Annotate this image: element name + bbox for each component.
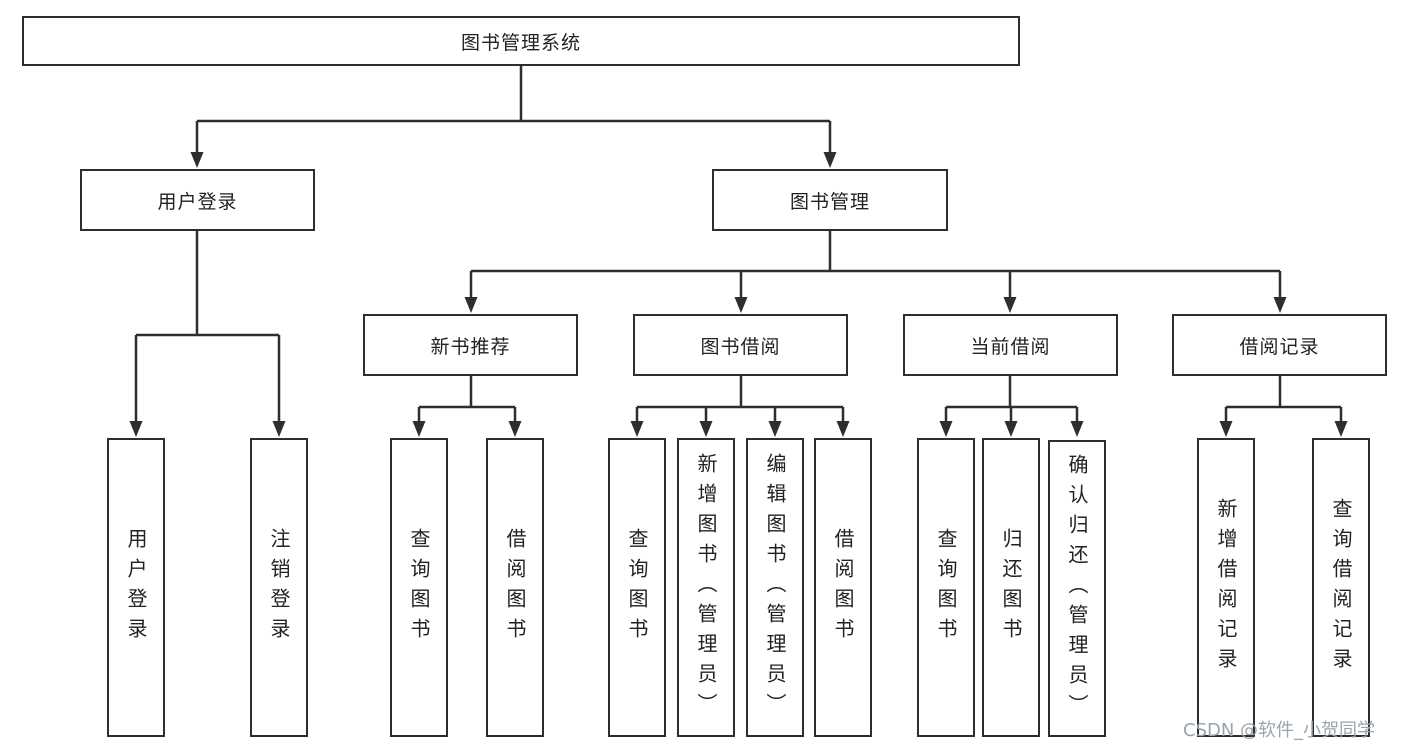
node-root: 图书管理系统	[22, 16, 1020, 66]
node-new-book-recommend: 新书推荐	[363, 314, 578, 376]
leaf-add-borrow-record-label: 新增借阅记录	[1214, 497, 1238, 678]
leaf-borrow-books-recommend-label: 借阅图书	[503, 527, 527, 648]
node-borrowing-records-label: 借阅记录	[1239, 335, 1320, 358]
leaf-query-books-borrowing-label: 查询图书	[625, 527, 649, 648]
node-book-management-label: 图书管理	[789, 190, 870, 213]
leaf-user-login: 用户登录	[107, 438, 165, 737]
leaf-add-book-admin: 新增图书（管理员）	[677, 438, 735, 737]
leaf-confirm-return-admin-label: 确认归还（管理员）	[1065, 453, 1089, 724]
leaf-query-books-current-label: 查询图书	[934, 527, 958, 648]
csdn-watermark: CSDN @软件_小贺同学	[1183, 720, 1376, 741]
node-book-management: 图书管理	[712, 169, 948, 231]
leaf-logout-label: 注销登录	[267, 527, 291, 648]
leaf-logout: 注销登录	[250, 438, 308, 737]
leaf-query-borrow-record: 查询借阅记录	[1312, 438, 1370, 737]
leaf-borrow-books-borrowing-label: 借阅图书	[831, 527, 855, 648]
leaf-query-books-recommend-label: 查询图书	[407, 527, 431, 648]
leaf-add-borrow-record: 新增借阅记录	[1197, 438, 1255, 737]
leaf-confirm-return-admin: 确认归还（管理员）	[1048, 440, 1106, 737]
node-user-login-label: 用户登录	[157, 190, 238, 213]
node-book-borrowing-label: 图书借阅	[700, 335, 781, 358]
node-user-login: 用户登录	[80, 169, 315, 231]
leaf-edit-book-admin: 编辑图书（管理员）	[746, 438, 804, 737]
leaf-query-borrow-record-label: 查询借阅记录	[1329, 497, 1353, 678]
leaf-return-books: 归还图书	[982, 438, 1040, 737]
node-root-label: 图书管理系统	[460, 31, 581, 54]
node-book-borrowing: 图书借阅	[633, 314, 848, 376]
leaf-query-books-borrowing: 查询图书	[608, 438, 666, 737]
node-current-borrowing-label: 当前借阅	[970, 335, 1051, 358]
node-current-borrowing: 当前借阅	[903, 314, 1118, 376]
leaf-borrow-books-recommend: 借阅图书	[486, 438, 544, 737]
leaf-query-books-recommend: 查询图书	[390, 438, 448, 737]
leaf-user-login-label: 用户登录	[124, 527, 148, 648]
leaf-query-books-current: 查询图书	[917, 438, 975, 737]
node-new-book-recommend-label: 新书推荐	[430, 335, 511, 358]
leaf-edit-book-admin-label: 编辑图书（管理员）	[763, 452, 787, 723]
leaf-borrow-books-borrowing: 借阅图书	[814, 438, 872, 737]
leaf-return-books-label: 归还图书	[999, 527, 1023, 648]
node-borrowing-records: 借阅记录	[1172, 314, 1387, 376]
leaf-add-book-admin-label: 新增图书（管理员）	[694, 452, 718, 723]
